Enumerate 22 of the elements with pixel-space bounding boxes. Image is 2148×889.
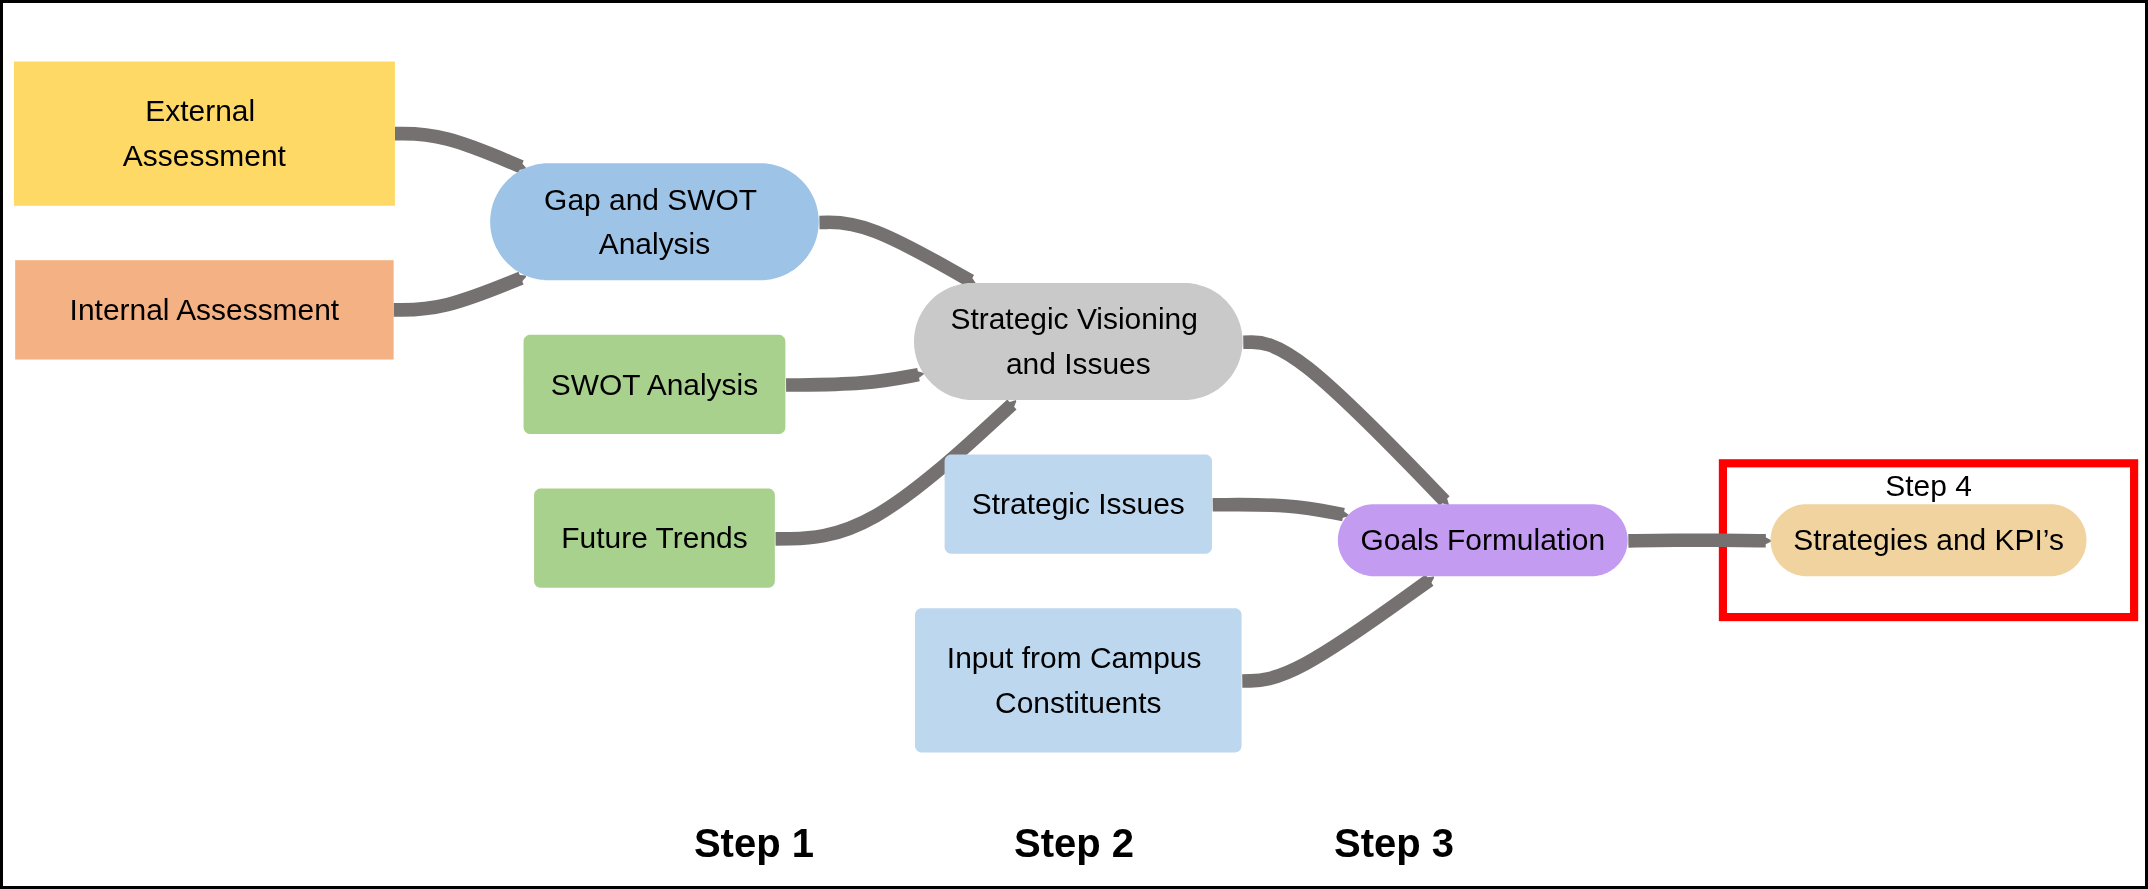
node-box: Internal Assessment: [15, 260, 394, 360]
arrow: [394, 126, 527, 173]
node-box: Goals Formulation: [1337, 504, 1628, 577]
arrow: [819, 215, 976, 287]
step-label: Step 3: [1334, 821, 1455, 866]
node-box: Strategic Visioning and Issues: [914, 283, 1243, 401]
arrow: [1242, 574, 1435, 688]
node-box: Strategies and KPI’s: [1770, 504, 2087, 577]
node-box: External Assessment: [13, 61, 395, 206]
arrow: [1212, 497, 1350, 522]
arrow: [393, 271, 527, 317]
node-box: Future Trends: [534, 488, 775, 588]
arrow: [1243, 335, 1450, 506]
node-box: Input from Campus Constituents: [915, 608, 1242, 753]
arrow: [786, 367, 925, 392]
step-label: Step 2: [1013, 821, 1134, 866]
step-label: Step 1: [693, 821, 814, 866]
arrow: [775, 399, 1017, 546]
node-box: SWOT Analysis: [523, 334, 786, 435]
node-box: Gap and SWOT Analysis: [490, 163, 819, 281]
arrow: [1628, 533, 1772, 548]
node-box: Strategic Issues: [944, 454, 1212, 554]
